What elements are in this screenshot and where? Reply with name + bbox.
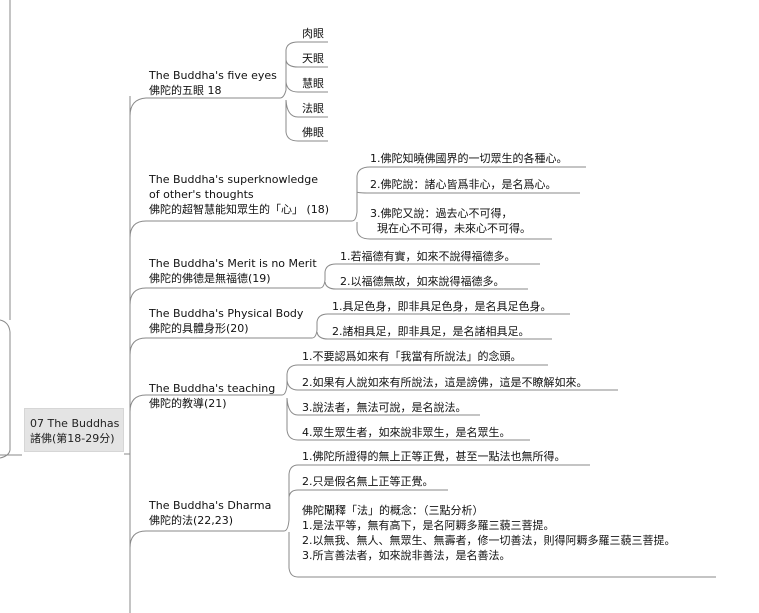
- branch-title-en: The Buddha's Merit is no Merit: [149, 257, 317, 270]
- branch-title-zh: 佛陀的五眼 18: [149, 84, 222, 97]
- root-title-zh: 諸佛(第18-29分): [30, 432, 115, 445]
- leaf-flesh-eye[interactable]: 肉眼: [302, 27, 324, 40]
- branch-title-en: The Buddha's five eyes: [149, 69, 277, 82]
- leaf-dharma-3[interactable]: 佛陀闡釋「法」的概念：（三點分析） 1.是法平等，無有高下，是名阿耨多羅三藐三菩…: [302, 503, 676, 563]
- leaf-merit-1[interactable]: 1.若福德有實，如來不說得福德多。: [340, 250, 516, 263]
- branch-title-zh: 佛陀的佛德是無福德(19): [149, 272, 271, 285]
- leaf-superknowledge-2[interactable]: 2.佛陀說：諸心皆爲非心，是名爲心。: [370, 178, 557, 191]
- leaf-teaching-3[interactable]: 3.說法者，無法可說，是名說法。: [302, 401, 467, 414]
- leaf-teaching-2[interactable]: 2.如果有人說如來有所說法，這是謗佛，這是不瞭解如來。: [302, 376, 588, 389]
- branch-title-en: The Buddha's Dharma: [149, 499, 272, 512]
- leaf-dharma-1[interactable]: 1.佛陀所證得的無上正等正覺，甚至一點法也無所得。: [302, 450, 566, 463]
- branch-superknowledge[interactable]: The Buddha's superknowledge of other's t…: [149, 172, 329, 217]
- leaf-merit-2[interactable]: 2.以福德無故，如來說得福德多。: [340, 275, 505, 288]
- branch-title-zh: 佛陀的具體身形(20): [149, 322, 249, 335]
- leaf-teaching-4[interactable]: 4.眾生眾生者，如來說非眾生，是名眾生。: [302, 426, 511, 439]
- root-title-en: 07 The Buddhas: [30, 417, 120, 430]
- leaf-line: 3.所言善法者，如來說非善法，是名善法。: [302, 549, 511, 562]
- leaf-line: 3.佛陀又說：過去心不可得，: [370, 207, 513, 220]
- branch-five-eyes[interactable]: The Buddha's five eyes 佛陀的五眼 18: [149, 68, 277, 98]
- leaf-dharma-2[interactable]: 2.只是假名無上正等正覺。: [302, 475, 434, 488]
- leaf-line: 現在心不可得，未來心不可得。: [377, 222, 531, 235]
- leaf-teaching-1[interactable]: 1.不要認爲如來有「我當有所說法」的念頭。: [302, 350, 522, 363]
- leaf-dharma-eye[interactable]: 法眼: [302, 102, 324, 115]
- branch-title-zh: 佛陀的教導(21): [149, 397, 227, 410]
- leaf-body-1[interactable]: 1.具足色身，即非具足色身，是名具足色身。: [332, 300, 552, 313]
- leaf-line: 2.以無我、無人、無眾生、無壽者，修一切善法，則得阿耨多羅三藐三菩提。: [302, 534, 676, 547]
- branch-title-en: The Buddha's teaching: [149, 382, 276, 395]
- branch-title-zh: 佛陀的超智慧能知眾生的「心」 (18): [149, 203, 330, 216]
- leaf-superknowledge-3[interactable]: 3.佛陀又說：過去心不可得， 現在心不可得，未來心不可得。: [370, 206, 531, 236]
- leaf-line: 1.是法平等，無有高下，是名阿耨多羅三藐三菩提。: [302, 519, 555, 532]
- leaf-buddha-eye[interactable]: 佛眼: [302, 126, 324, 139]
- leaf-line: 佛陀闡釋「法」的概念：（三點分析）: [302, 504, 484, 517]
- branch-title-en-1: The Buddha's superknowledge: [149, 173, 319, 186]
- leaf-wisdom-eye[interactable]: 慧眼: [302, 77, 324, 90]
- branch-title-en: The Buddha's Physical Body: [149, 307, 304, 320]
- branch-physical-body[interactable]: The Buddha's Physical Body 佛陀的具體身形(20): [149, 306, 303, 336]
- leaf-heavenly-eye[interactable]: 天眼: [302, 52, 324, 65]
- branch-dharma[interactable]: The Buddha's Dharma 佛陀的法(22,23): [149, 498, 271, 528]
- leaf-superknowledge-1[interactable]: 1.佛陀知曉佛國界的一切眾生的各種心。: [370, 152, 568, 165]
- root-topic[interactable]: 07 The Buddhas 諸佛(第18-29分): [24, 408, 124, 452]
- branch-teaching[interactable]: The Buddha's teaching 佛陀的教導(21): [149, 381, 275, 411]
- branch-merit[interactable]: The Buddha's Merit is no Merit 佛陀的佛德是無福德…: [149, 256, 317, 286]
- leaf-body-2[interactable]: 2.諸相具足，即非具足，是名諸相具足。: [332, 325, 530, 338]
- branch-title-en-2: of other's thoughts: [149, 188, 254, 201]
- branch-title-zh: 佛陀的法(22,23): [149, 514, 234, 527]
